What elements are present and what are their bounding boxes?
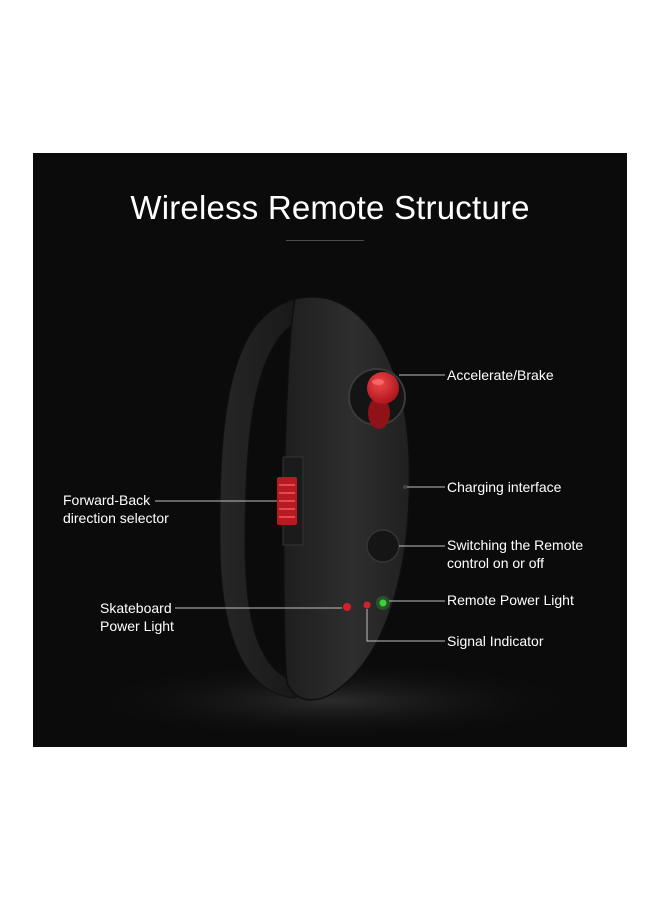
label-forward-line2: direction selector [63,510,169,526]
round-button-icon [366,529,400,563]
wrist-strap [219,297,314,699]
title-divider [286,240,364,241]
leader-signal [366,609,445,642]
floor-glow [83,661,583,741]
label-forward-back: Forward-Back direction selector [63,491,169,527]
remote-illustration [83,296,583,741]
red-joystick-icon [367,372,399,429]
label-switch: Switching the Remote control on or off [447,536,583,572]
label-forward-line1: Forward-Back [63,492,151,508]
label-accelerate: Accelerate/Brake [447,367,554,383]
label-remote-power: Remote Power Light [447,592,574,608]
diagram-title: Wireless Remote Structure [130,189,530,226]
label-skateboard: Skateboard Power Light [100,599,174,635]
label-signal: Signal Indicator [447,633,544,649]
diagram-panel: Wireless Remote Structure [33,153,627,747]
charging-port [403,485,407,489]
red-slider-icon [277,477,297,525]
remote-power-light [379,599,387,607]
label-skateboard-line1: Skateboard [100,600,172,616]
skateboard-power-light [343,603,351,611]
label-switch-line1: Switching the Remote [447,537,584,553]
label-skateboard-line2: Power Light [100,618,174,634]
label-charging: Charging interface [447,479,562,495]
signal-indicator-light [363,601,371,609]
label-switch-line2: control on or off [447,555,545,571]
